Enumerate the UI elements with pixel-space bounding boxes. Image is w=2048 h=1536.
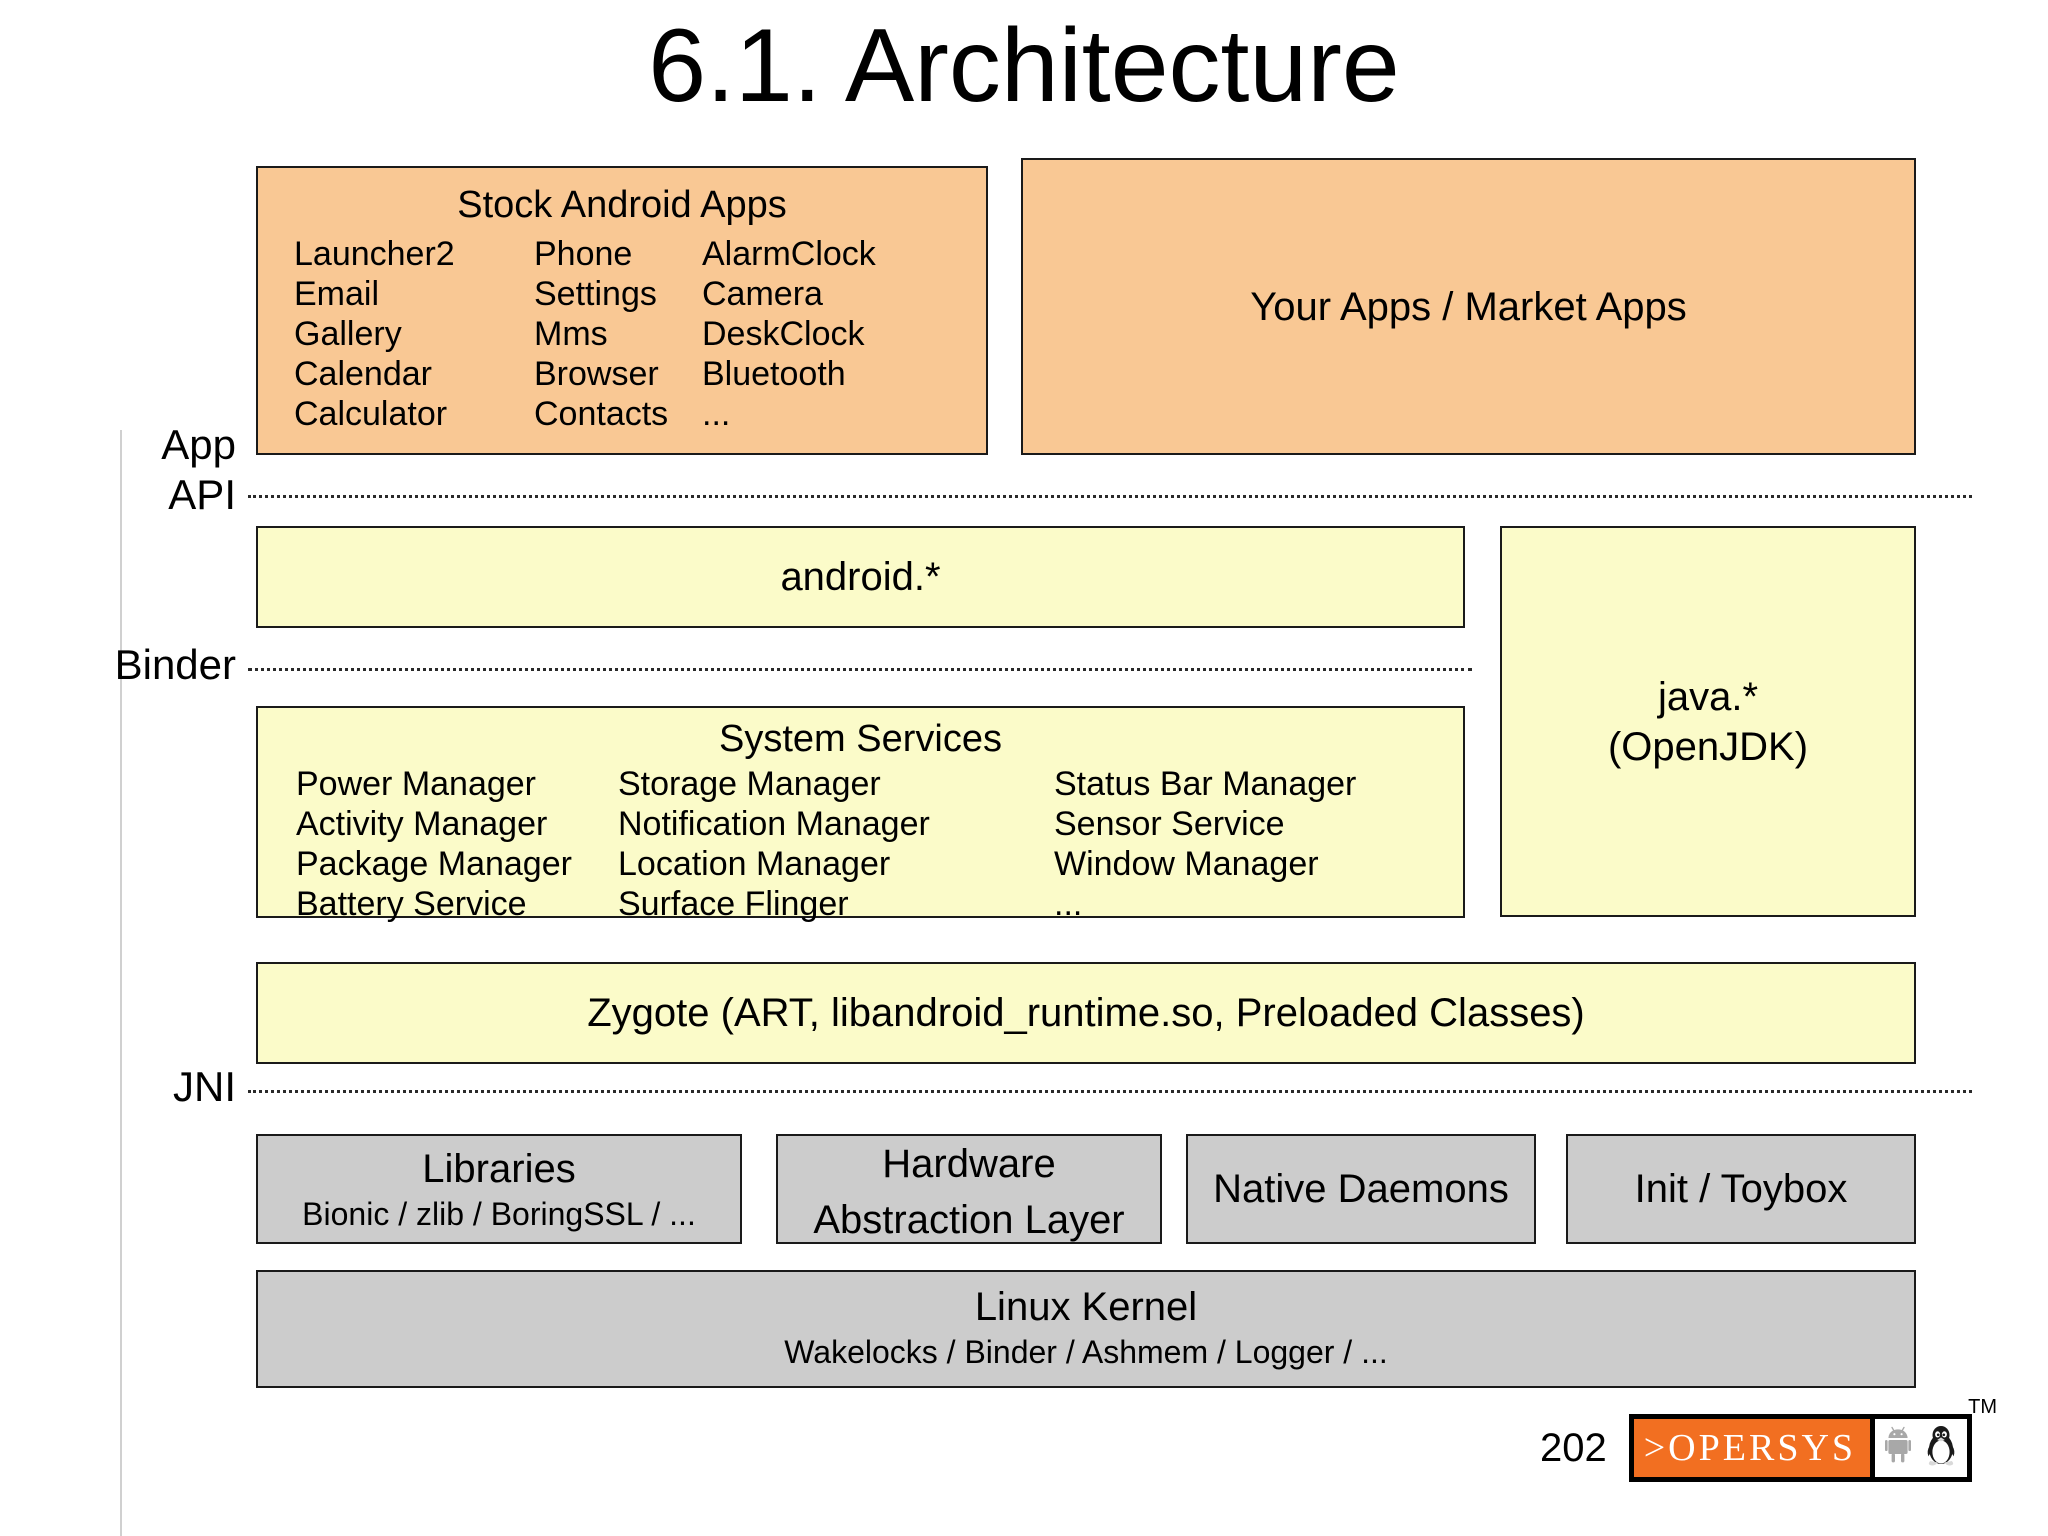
box-java-openjdk: java.* (OpenJDK)	[1500, 526, 1916, 917]
left-guide-rule	[120, 430, 122, 1536]
box-native-daemons: Native Daemons	[1186, 1134, 1536, 1244]
list-item: Battery Service	[296, 885, 527, 923]
android-robot-icon	[1885, 1426, 1919, 1471]
box-your-apps-market-apps: Your Apps / Market Apps	[1021, 158, 1916, 455]
list-item: Launcher2	[294, 235, 455, 273]
layer-divider-app-api	[248, 495, 1972, 498]
list-item: ...	[702, 395, 731, 433]
list-item: Contacts	[534, 395, 669, 433]
list-item: Calendar	[294, 355, 432, 393]
box-your-apps-market-apps-title: Your Apps / Market Apps	[1250, 284, 1687, 329]
box-stock-android-apps-title: Stock Android Apps	[457, 184, 787, 226]
box-zygote-title: Zygote (ART, libandroid_runtime.so, Prel…	[587, 991, 1585, 1035]
layer-label-binder: Binder	[114, 641, 236, 688]
box-native-daemons-title: Native Daemons	[1213, 1167, 1509, 1211]
linux-penguin-icon	[1925, 1425, 1957, 1472]
list-item: Storage Manager	[618, 765, 881, 803]
list-item: Notification Manager	[618, 805, 930, 843]
opersys-wordmark: >OPERSYS	[1633, 1419, 1871, 1477]
list-item: DeskClock	[702, 315, 865, 353]
box-linux-kernel: Linux Kernel Wakelocks / Binder / Ashmem…	[256, 1270, 1916, 1388]
list-item: Camera	[702, 275, 823, 313]
box-libraries-subtitle: Bionic / zlib / BoringSSL / ...	[302, 1196, 696, 1232]
box-hardware-abstraction-layer: Hardware Abstraction Layer	[776, 1134, 1162, 1244]
system-services-column-1: Power Manager Activity Manager Package M…	[296, 764, 618, 924]
layer-divider-binder	[248, 668, 1472, 671]
box-linux-kernel-subtitle: Wakelocks / Binder / Ashmem / Logger / .…	[784, 1334, 1388, 1370]
list-item: Mms	[534, 315, 608, 353]
list-item: Bluetooth	[702, 355, 846, 393]
box-java-title: java.*	[1657, 674, 1759, 719]
logo-icons	[1870, 1419, 1968, 1477]
list-item: Power Manager	[296, 765, 537, 803]
page-title: 6.1. Architecture	[648, 8, 1400, 124]
list-item: AlarmClock	[702, 235, 876, 273]
opersys-logo: >OPERSYS	[1628, 1397, 1997, 1482]
box-system-services: System Services Power Manager Activity M…	[256, 706, 1465, 923]
list-item: Window Manager	[1054, 845, 1319, 883]
box-java-subtitle: (OpenJDK)	[1607, 724, 1809, 769]
page-number: 202	[1540, 1426, 1607, 1470]
system-services-column-3: Status Bar Manager Sensor Service Window…	[1054, 764, 1356, 924]
stock-apps-column-1: Launcher2 Email Gallery Calendar Calcula…	[294, 234, 534, 434]
box-hal-title-line2: Abstraction Layer	[813, 1198, 1125, 1242]
layer-label-app-api-line1: App	[161, 421, 236, 468]
layer-label-app-api: App API	[36, 420, 236, 520]
box-linux-kernel-title: Linux Kernel	[974, 1285, 1198, 1329]
list-item: Phone	[534, 235, 633, 273]
stock-apps-columns: Launcher2 Email Gallery Calendar Calcula…	[258, 234, 986, 434]
list-item: ...	[1054, 885, 1083, 923]
box-system-services-title: System Services	[719, 718, 1002, 760]
list-item: Activity Manager	[296, 805, 548, 843]
box-libraries: Libraries Bionic / zlib / BoringSSL / ..…	[256, 1134, 742, 1244]
trademark-symbol: TM	[1968, 1396, 1998, 1418]
footer: 202 >OPERSYS	[1540, 1397, 1997, 1482]
box-init-toybox: Init / Toybox	[1566, 1134, 1916, 1244]
list-item: Calculator	[294, 395, 448, 433]
stock-apps-column-3: AlarmClock Camera DeskClock Bluetooth ..…	[702, 234, 876, 434]
list-item: Sensor Service	[1054, 805, 1285, 843]
list-item: Surface Flinger	[618, 885, 849, 923]
box-hal-title-line1: Hardware	[882, 1142, 1056, 1186]
list-item: Package Manager	[296, 845, 572, 883]
list-item: Gallery	[294, 315, 402, 353]
list-item: Status Bar Manager	[1054, 765, 1357, 803]
layer-label-jni: JNI	[173, 1063, 236, 1110]
box-stock-android-apps: Stock Android Apps Launcher2 Email Galle…	[256, 166, 988, 455]
list-item: Browser	[534, 355, 659, 393]
list-item: Email	[294, 275, 380, 313]
box-init-toybox-title: Init / Toybox	[1634, 1167, 1848, 1211]
system-services-columns: Power Manager Activity Manager Package M…	[258, 764, 1463, 924]
stock-apps-column-2: Phone Settings Mms Browser Contacts	[534, 234, 702, 434]
layer-divider-jni	[248, 1090, 1972, 1093]
box-android-api-title: android.*	[780, 555, 941, 599]
list-item: Settings	[534, 275, 657, 313]
box-libraries-title: Libraries	[422, 1147, 576, 1191]
list-item: Location Manager	[618, 845, 891, 883]
box-android-api: android.*	[256, 526, 1465, 628]
system-services-column-2: Storage Manager Notification Manager Loc…	[618, 764, 1054, 924]
box-zygote: Zygote (ART, libandroid_runtime.so, Prel…	[256, 962, 1916, 1064]
layer-label-app-api-line2: API	[168, 471, 236, 518]
